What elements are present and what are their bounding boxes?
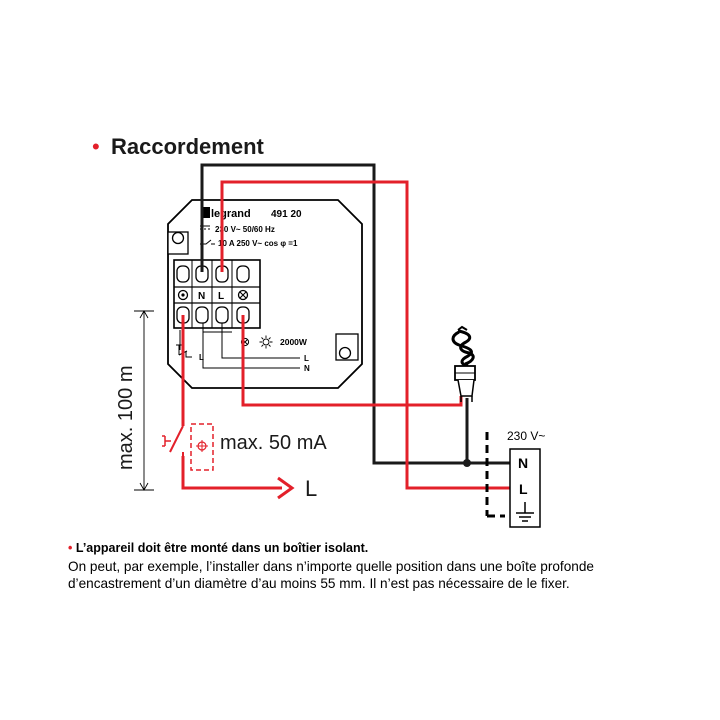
bulb-rays-icon — [259, 335, 273, 349]
live-wire — [220, 180, 512, 490]
note-body: On peut, par exemple, l’installer dans n… — [68, 558, 688, 592]
terminal-screw — [215, 306, 229, 324]
cfl-bulb-icon — [451, 325, 476, 402]
supply-terminal-n: N — [518, 455, 528, 471]
push-label: L — [199, 353, 204, 362]
out-label-l: L — [304, 354, 309, 363]
pushbutton-icon — [162, 423, 214, 471]
pushbutton-wire-bottom — [181, 456, 282, 490]
device-brand: legrand — [211, 208, 251, 220]
pushbutton-symbol-icon — [176, 344, 192, 358]
legrand-logo-icon — [201, 207, 210, 218]
current-limit: max. 50 mA — [220, 432, 327, 454]
earth-icon — [516, 502, 534, 522]
terminal-label-n: N — [198, 291, 205, 302]
note-line-1: On peut, par exemple, l’installer dans n… — [68, 559, 594, 574]
heading-title: Raccordement — [111, 134, 265, 159]
device-rating-1: 230 V~ 50/60 Hz — [215, 225, 275, 234]
heading-bullet: • — [92, 134, 100, 159]
supply-terminal-l: L — [519, 481, 528, 497]
note-title-text: L’appareil doit être monté dans un boîti… — [75, 541, 369, 555]
terminal-label-l: L — [218, 291, 224, 302]
terminal-screw — [176, 265, 190, 283]
height-dimension — [134, 310, 154, 491]
note-title: • L’appareil doit être monté dans un boî… — [68, 541, 368, 555]
neutral-wire — [200, 163, 512, 465]
height-limit: max. 100 m — [115, 366, 137, 470]
out-label-n: N — [304, 364, 310, 373]
supply-voltage: 230 V~ — [507, 429, 545, 443]
arrow-l-icon — [277, 476, 295, 500]
device-model: 491 20 — [271, 209, 302, 220]
lamp-terminal-icon — [237, 289, 249, 301]
wire-l-label: L — [305, 476, 317, 501]
screw-right-icon — [338, 346, 352, 360]
junction-dot — [463, 459, 471, 467]
note-bullet: • — [68, 541, 73, 555]
screw-left-icon — [171, 231, 185, 245]
supply-terminal-block — [509, 448, 541, 528]
terminal-screw — [236, 265, 250, 283]
terminal-screw — [195, 306, 209, 324]
device-rating-2: 10 A 250 V~ cos φ =1 — [218, 239, 298, 248]
note-line-2: d’encastrement d’un diamètre d’au moins … — [68, 576, 570, 591]
device-housing — [167, 199, 363, 389]
load-power: 2000W — [280, 337, 308, 347]
